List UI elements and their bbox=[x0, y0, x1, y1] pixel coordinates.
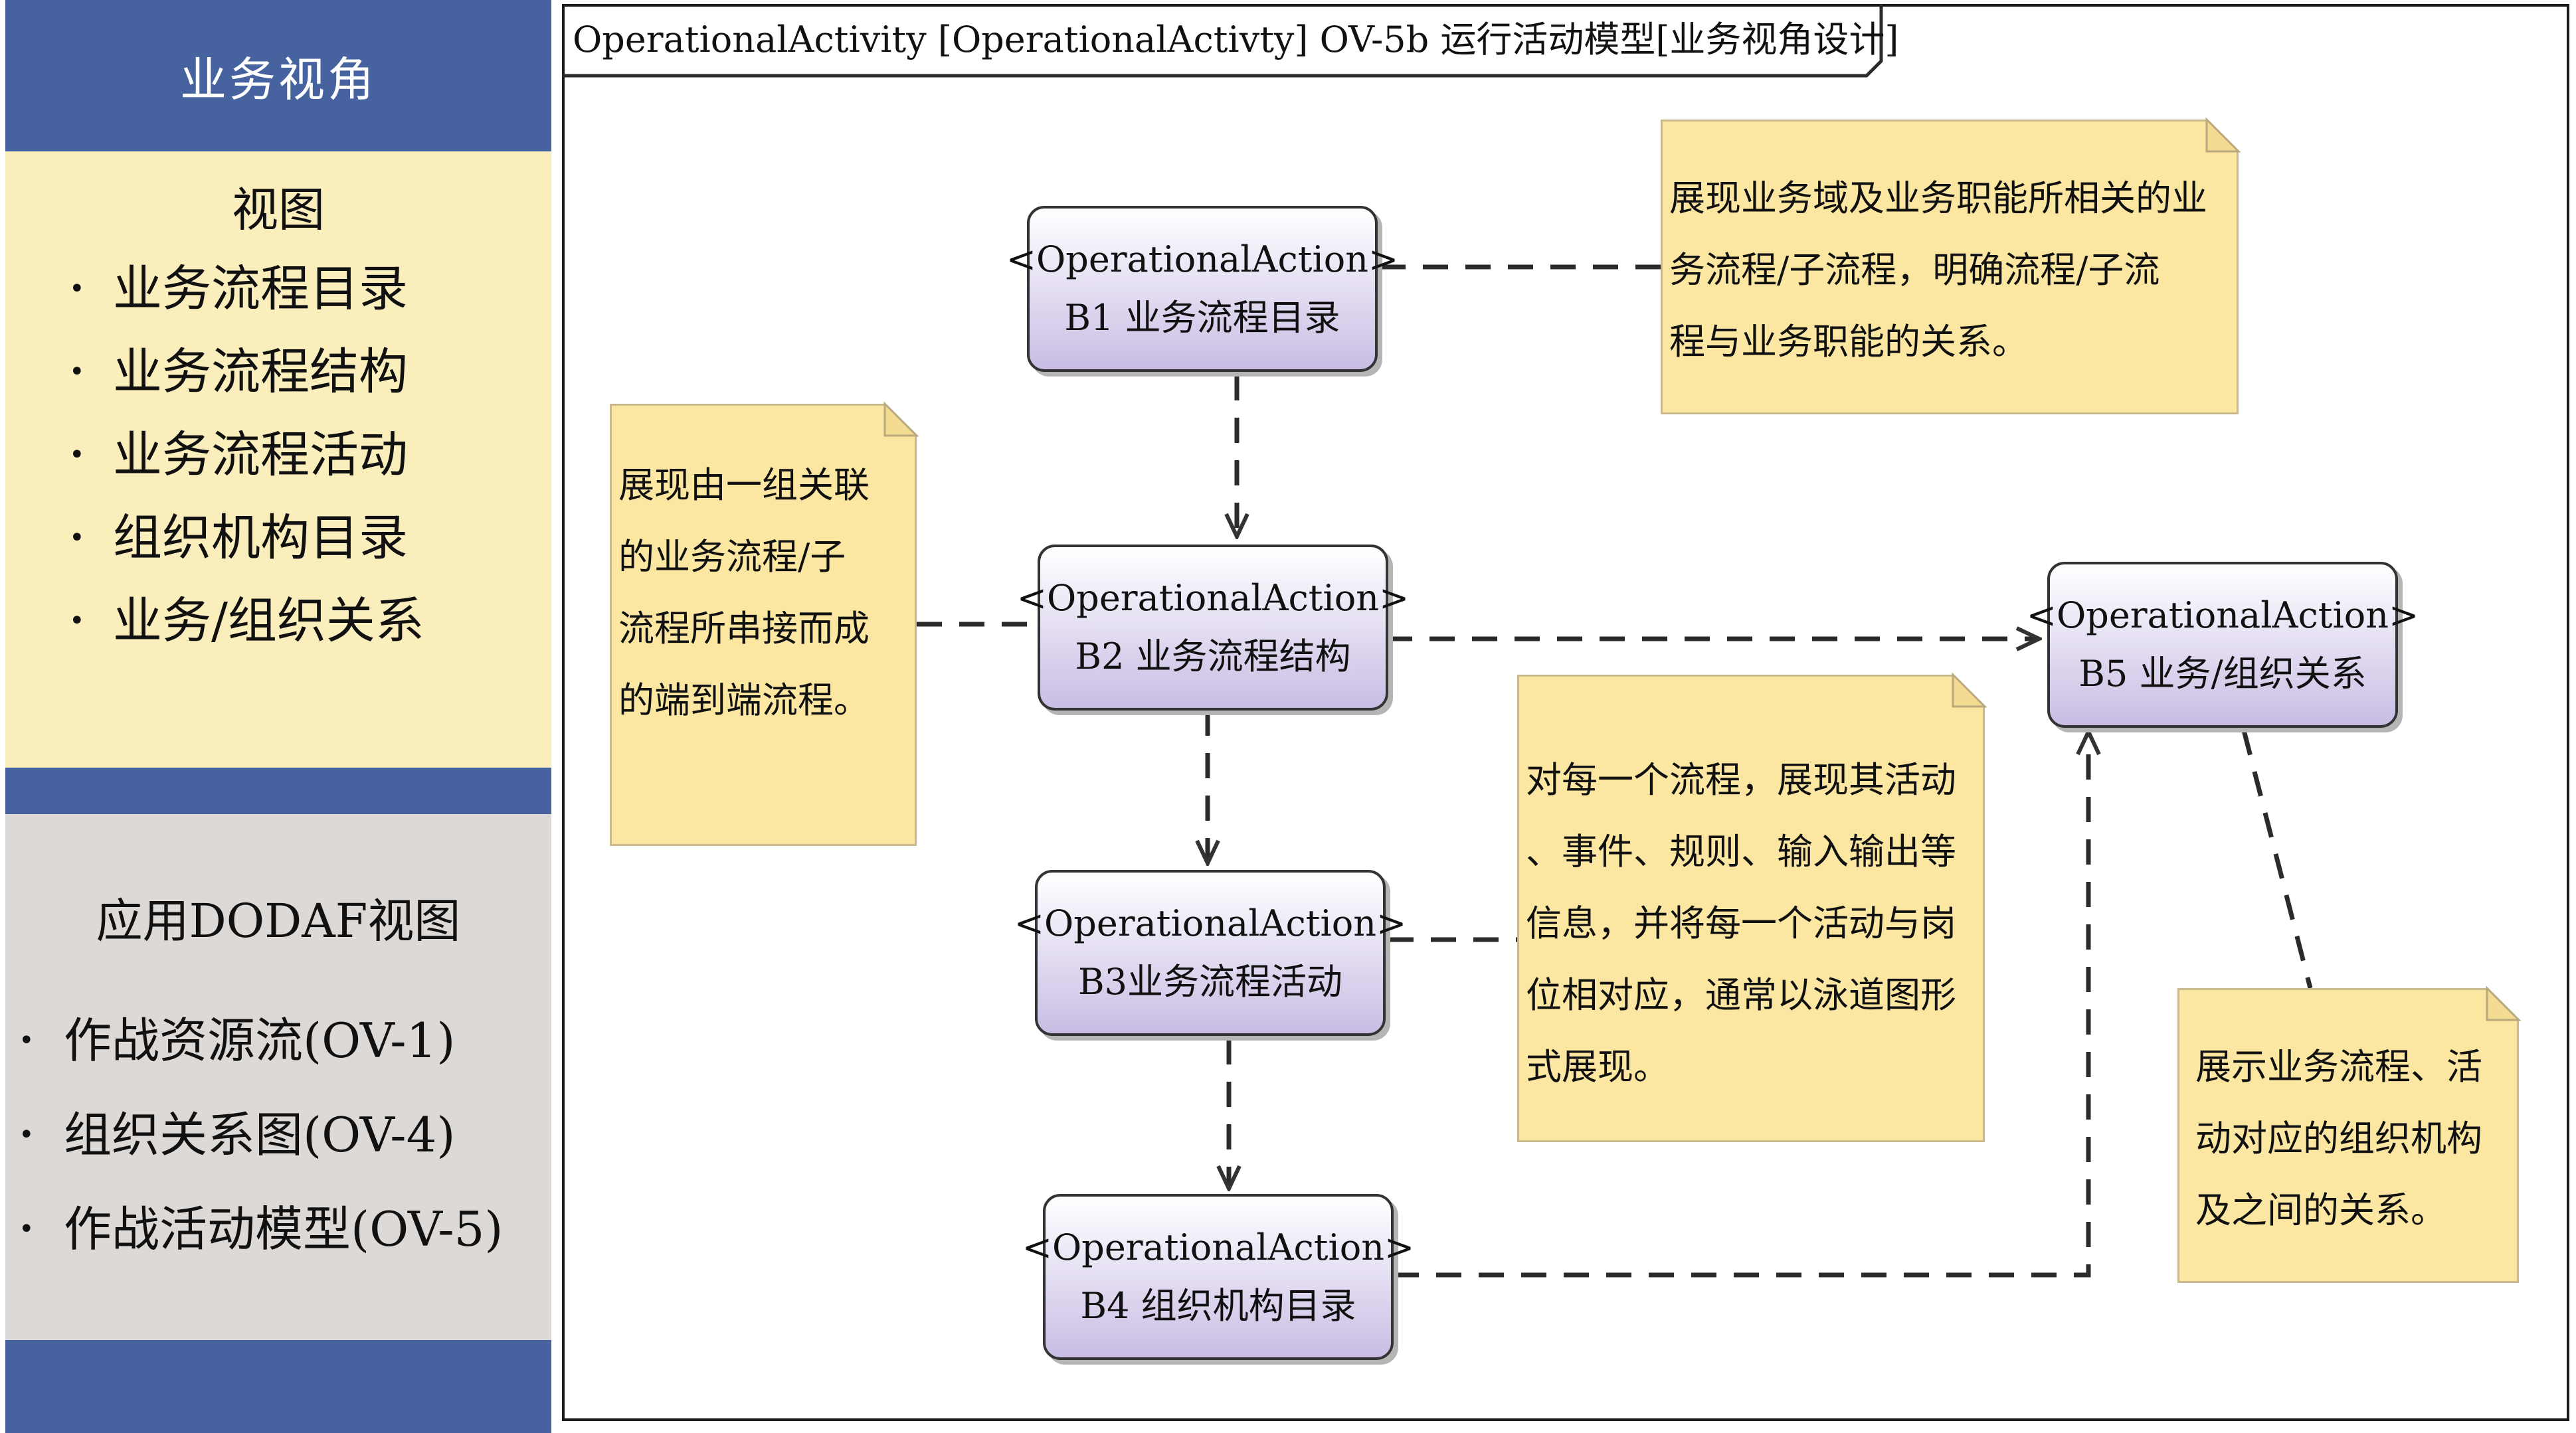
node-stereotype: <OperationalAction> bbox=[1016, 577, 1410, 619]
dodaf-section: 应用DODAF视图 • 作战资源流(OV-1) • 组织关系图(OV-4) • 作战活… bbox=[5, 814, 551, 1340]
note-line: 动对应的组织机构 bbox=[2195, 1118, 2482, 1159]
views-list: • 业务流程目录 • 业务流程结构 • 业务流程活动 • 组织机构目录 • 业务/组织关系 bbox=[5, 248, 424, 663]
node-stereotype: <OperationalAction> bbox=[1006, 238, 1399, 280]
sidebar-separator bbox=[5, 768, 551, 814]
action-node-b2[interactable]: <OperationalAction> B2 业务流程结构 bbox=[1017, 545, 1409, 711]
note-line: 流程所串接而成 bbox=[618, 608, 870, 649]
note-line: 程与业务职能的关系。 bbox=[1669, 321, 2028, 363]
bullet-icon: • bbox=[19, 1214, 35, 1244]
dodaf-item-label: 组织关系图(OV-4) bbox=[64, 1107, 456, 1163]
note-line: 务流程/子流程，明确流程/子流 bbox=[1669, 249, 2160, 291]
note-b2-description: 展现由一组关联 的业务流程/子 流程所串接而成 的端到端流程。 bbox=[610, 404, 917, 846]
edge-b4-b5 bbox=[1394, 732, 2088, 1278]
note-b1-description: 展现业务域及业务职能所相关的业 务流程/子流程，明确流程/子流 程与业务职能的关… bbox=[1661, 120, 2239, 414]
bullet-icon: • bbox=[69, 440, 85, 470]
view-item: • 业务流程结构 bbox=[5, 331, 424, 414]
sidebar-header-title: 业务视角 bbox=[180, 52, 377, 107]
note-line: 的业务流程/子 bbox=[618, 536, 846, 578]
bullet-icon: • bbox=[69, 523, 85, 553]
views-section: 视图 • 业务流程目录 • 业务流程结构 • 业务流程活动 • 组织机构目录 • 业务/组… bbox=[5, 151, 551, 768]
dodaf-item: • 作战活动模型(OV-5) bbox=[5, 1182, 503, 1276]
dodaf-title: 应用DODAF视图 bbox=[96, 894, 461, 948]
dodaf-item-label: 作战资源流(OV-1) bbox=[64, 1013, 456, 1068]
node-label: B3业务流程活动 bbox=[1077, 961, 1343, 1003]
note-line: 式展现。 bbox=[1526, 1046, 1669, 1088]
action-node-b3[interactable]: <OperationalAction> B3业务流程活动 bbox=[1014, 870, 1406, 1036]
left-panel: 业务视角 视图 • 业务流程目录 • 业务流程结构 • 业务流程活动 • 组织机构目录 … bbox=[0, 0, 557, 1433]
bullet-icon: • bbox=[69, 274, 85, 304]
note-line: 位相对应，通常以泳道图形 bbox=[1526, 974, 1956, 1016]
node-stereotype: <OperationalAction> bbox=[1022, 1226, 1415, 1268]
view-item: • 业务流程活动 bbox=[5, 414, 424, 497]
node-stereotype: <OperationalAction> bbox=[1014, 902, 1407, 944]
diagram-title: OperationalActivity [OperationalActivty]… bbox=[573, 19, 1899, 60]
node-label: B5 业务/组织关系 bbox=[2078, 653, 2367, 695]
note-line: 信息，并将每一个活动与岗 bbox=[1526, 902, 1956, 944]
dodaf-item-label: 作战活动模型(OV-5) bbox=[64, 1201, 504, 1257]
view-item: • 业务/组织关系 bbox=[5, 580, 424, 663]
node-label: B1 业务流程目录 bbox=[1064, 297, 1340, 339]
sidebar-header: 业务视角 bbox=[5, 0, 551, 151]
dodaf-item: • 组织关系图(OV-4) bbox=[5, 1088, 503, 1182]
dodaf-list: • 作战资源流(OV-1) • 组织关系图(OV-4) • 作战活动模型(OV-5) bbox=[5, 993, 503, 1276]
note-line: 对每一个流程，展现其活动 bbox=[1526, 759, 1956, 801]
view-item-label: 业务流程结构 bbox=[113, 343, 408, 400]
action-node-b1[interactable]: <OperationalAction> B1 业务流程目录 bbox=[1006, 206, 1398, 372]
action-node-b5[interactable]: <OperationalAction> B5 业务/组织关系 bbox=[2027, 562, 2419, 728]
node-stereotype: <OperationalAction> bbox=[2026, 594, 2419, 636]
views-title: 视图 bbox=[232, 183, 325, 237]
note-b3-description: 对每一个流程，展现其活动 、事件、规则、输入输出等 信息，并将每一个活动与岗 位… bbox=[1517, 675, 1985, 1142]
dodaf-item: • 作战资源流(OV-1) bbox=[5, 993, 503, 1088]
action-node-b4[interactable]: <OperationalAction> B4 组织机构目录 bbox=[1022, 1194, 1414, 1360]
view-item-label: 组织机构目录 bbox=[113, 509, 408, 566]
node-label: B2 业务流程结构 bbox=[1075, 635, 1351, 677]
sidebar-footer bbox=[5, 1340, 551, 1433]
note-line: 展示业务流程、活 bbox=[2195, 1046, 2482, 1088]
note-line: 展现由一组关联 bbox=[618, 464, 870, 506]
bullet-icon: • bbox=[19, 1120, 35, 1150]
note-line: 及之间的关系。 bbox=[2195, 1189, 2446, 1231]
view-item-label: 业务流程活动 bbox=[113, 426, 408, 483]
view-item-label: 业务/组织关系 bbox=[113, 592, 424, 649]
note-line: 展现业务域及业务职能所相关的业 bbox=[1669, 177, 2207, 219]
view-item: • 组织机构目录 bbox=[5, 497, 424, 580]
bullet-icon: • bbox=[19, 1025, 35, 1056]
bullet-icon: • bbox=[69, 606, 85, 636]
view-item: • 业务流程目录 bbox=[5, 248, 424, 331]
node-label: B4 组织机构目录 bbox=[1080, 1285, 1356, 1327]
note-line: 的端到端流程。 bbox=[618, 679, 870, 721]
view-item-label: 业务流程目录 bbox=[113, 260, 408, 317]
anchor-note4-b5 bbox=[2241, 730, 2313, 989]
note-line: 、事件、规则、输入输出等 bbox=[1526, 831, 1956, 873]
bullet-icon: • bbox=[69, 357, 85, 387]
title-tab-border bbox=[562, 4, 1883, 78]
note-b5-description: 展示业务流程、活 动对应的组织机构 及之间的关系。 bbox=[2177, 988, 2519, 1283]
